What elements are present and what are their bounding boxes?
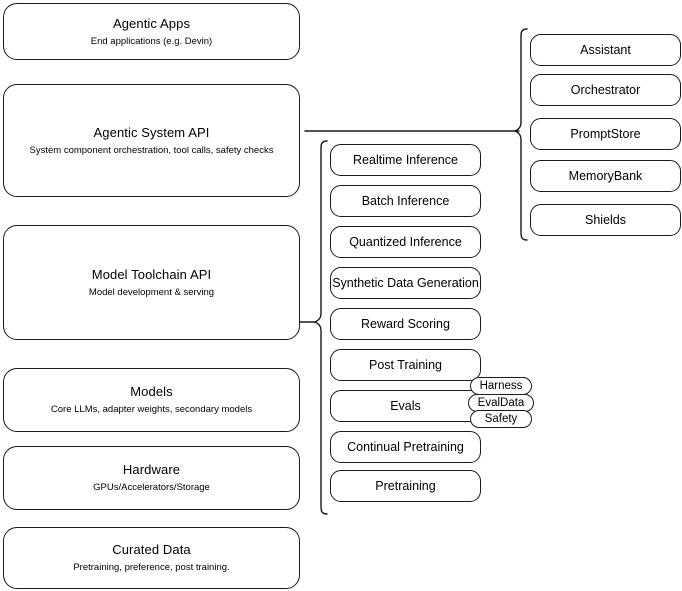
pill-harness[interactable]: Harness (470, 377, 532, 395)
layer-title: Model Toolchain API (91, 266, 212, 282)
layer-subtitle: Core LLMs, adapter weights, secondary mo… (50, 404, 253, 415)
layer-subtitle: Model development & serving (88, 286, 215, 298)
chip-shields[interactable]: Shields (530, 204, 681, 236)
layer-title: Agentic Apps (112, 15, 191, 31)
chip-label: Continual Pretraining (347, 440, 464, 454)
chip-continual-pretraining[interactable]: Continual Pretraining (330, 431, 481, 463)
chip-label: Realtime Inference (353, 153, 458, 167)
layer-subtitle: Pretraining, preference, post training. (73, 562, 230, 573)
layer-title: Hardware (122, 462, 181, 477)
chip-label: Evals (390, 399, 421, 413)
chip-orchestrator[interactable]: Orchestrator (530, 74, 681, 106)
layer-title: Models (130, 384, 173, 399)
chip-label: Synthetic Data Generation (332, 276, 479, 290)
layer-box-model-toolchain-api[interactable]: Model Toolchain API Model development & … (3, 225, 300, 340)
chip-batch-inference[interactable]: Batch Inference (330, 185, 481, 217)
layer-subtitle: End applications (e.g. Devin) (90, 35, 213, 47)
chip-post-training[interactable]: Post Training (330, 349, 481, 381)
layer-box-hardware[interactable]: Hardware GPUs/Accelerators/Storage (3, 446, 300, 510)
chip-label: Post Training (369, 358, 442, 372)
chip-realtime-inference[interactable]: Realtime Inference (330, 144, 481, 176)
chip-label: Batch Inference (361, 194, 450, 208)
chip-promptstore[interactable]: PromptStore (530, 118, 681, 150)
chip-synthetic-data-generation[interactable]: Synthetic Data Generation (330, 267, 481, 299)
layer-box-models[interactable]: Models Core LLMs, adapter weights, secon… (3, 368, 300, 432)
chip-label: PromptStore (570, 127, 641, 141)
chip-label: Shields (585, 213, 626, 227)
layer-subtitle: GPUs/Accelerators/Storage (93, 482, 210, 493)
pill-label: Harness (479, 380, 523, 392)
layer-subtitle: System component orchestration, tool cal… (29, 144, 274, 156)
chip-assistant[interactable]: Assistant (530, 34, 681, 66)
pill-label: EvalData (477, 397, 525, 409)
chip-label: Quantized Inference (349, 235, 462, 249)
brace-middle-capabilities (314, 140, 328, 515)
chip-quantized-inference[interactable]: Quantized Inference (330, 226, 481, 258)
layer-title: Agentic System API (93, 124, 210, 140)
layer-title: Curated Data (112, 542, 191, 557)
chip-pretraining[interactable]: Pretraining (330, 470, 481, 502)
chip-label: MemoryBank (568, 169, 643, 183)
pill-safety[interactable]: Safety (470, 410, 532, 428)
layer-box-curated-data[interactable]: Curated Data Pretraining, preference, po… (3, 527, 300, 589)
chip-label: Orchestrator (570, 83, 641, 97)
chip-reward-scoring[interactable]: Reward Scoring (330, 308, 481, 340)
brace-right-components (514, 28, 528, 241)
chip-label: Pretraining (375, 479, 436, 493)
chip-label: Assistant (580, 43, 631, 57)
chip-memorybank[interactable]: MemoryBank (530, 160, 681, 192)
layer-box-agentic-system-api[interactable]: Agentic System API System component orch… (3, 84, 300, 197)
chip-evals[interactable]: Evals (330, 390, 481, 422)
layer-box-agentic-apps[interactable]: Agentic Apps End applications (e.g. Devi… (3, 3, 300, 60)
chip-label: Reward Scoring (361, 317, 450, 331)
pill-label: Safety (484, 413, 518, 425)
